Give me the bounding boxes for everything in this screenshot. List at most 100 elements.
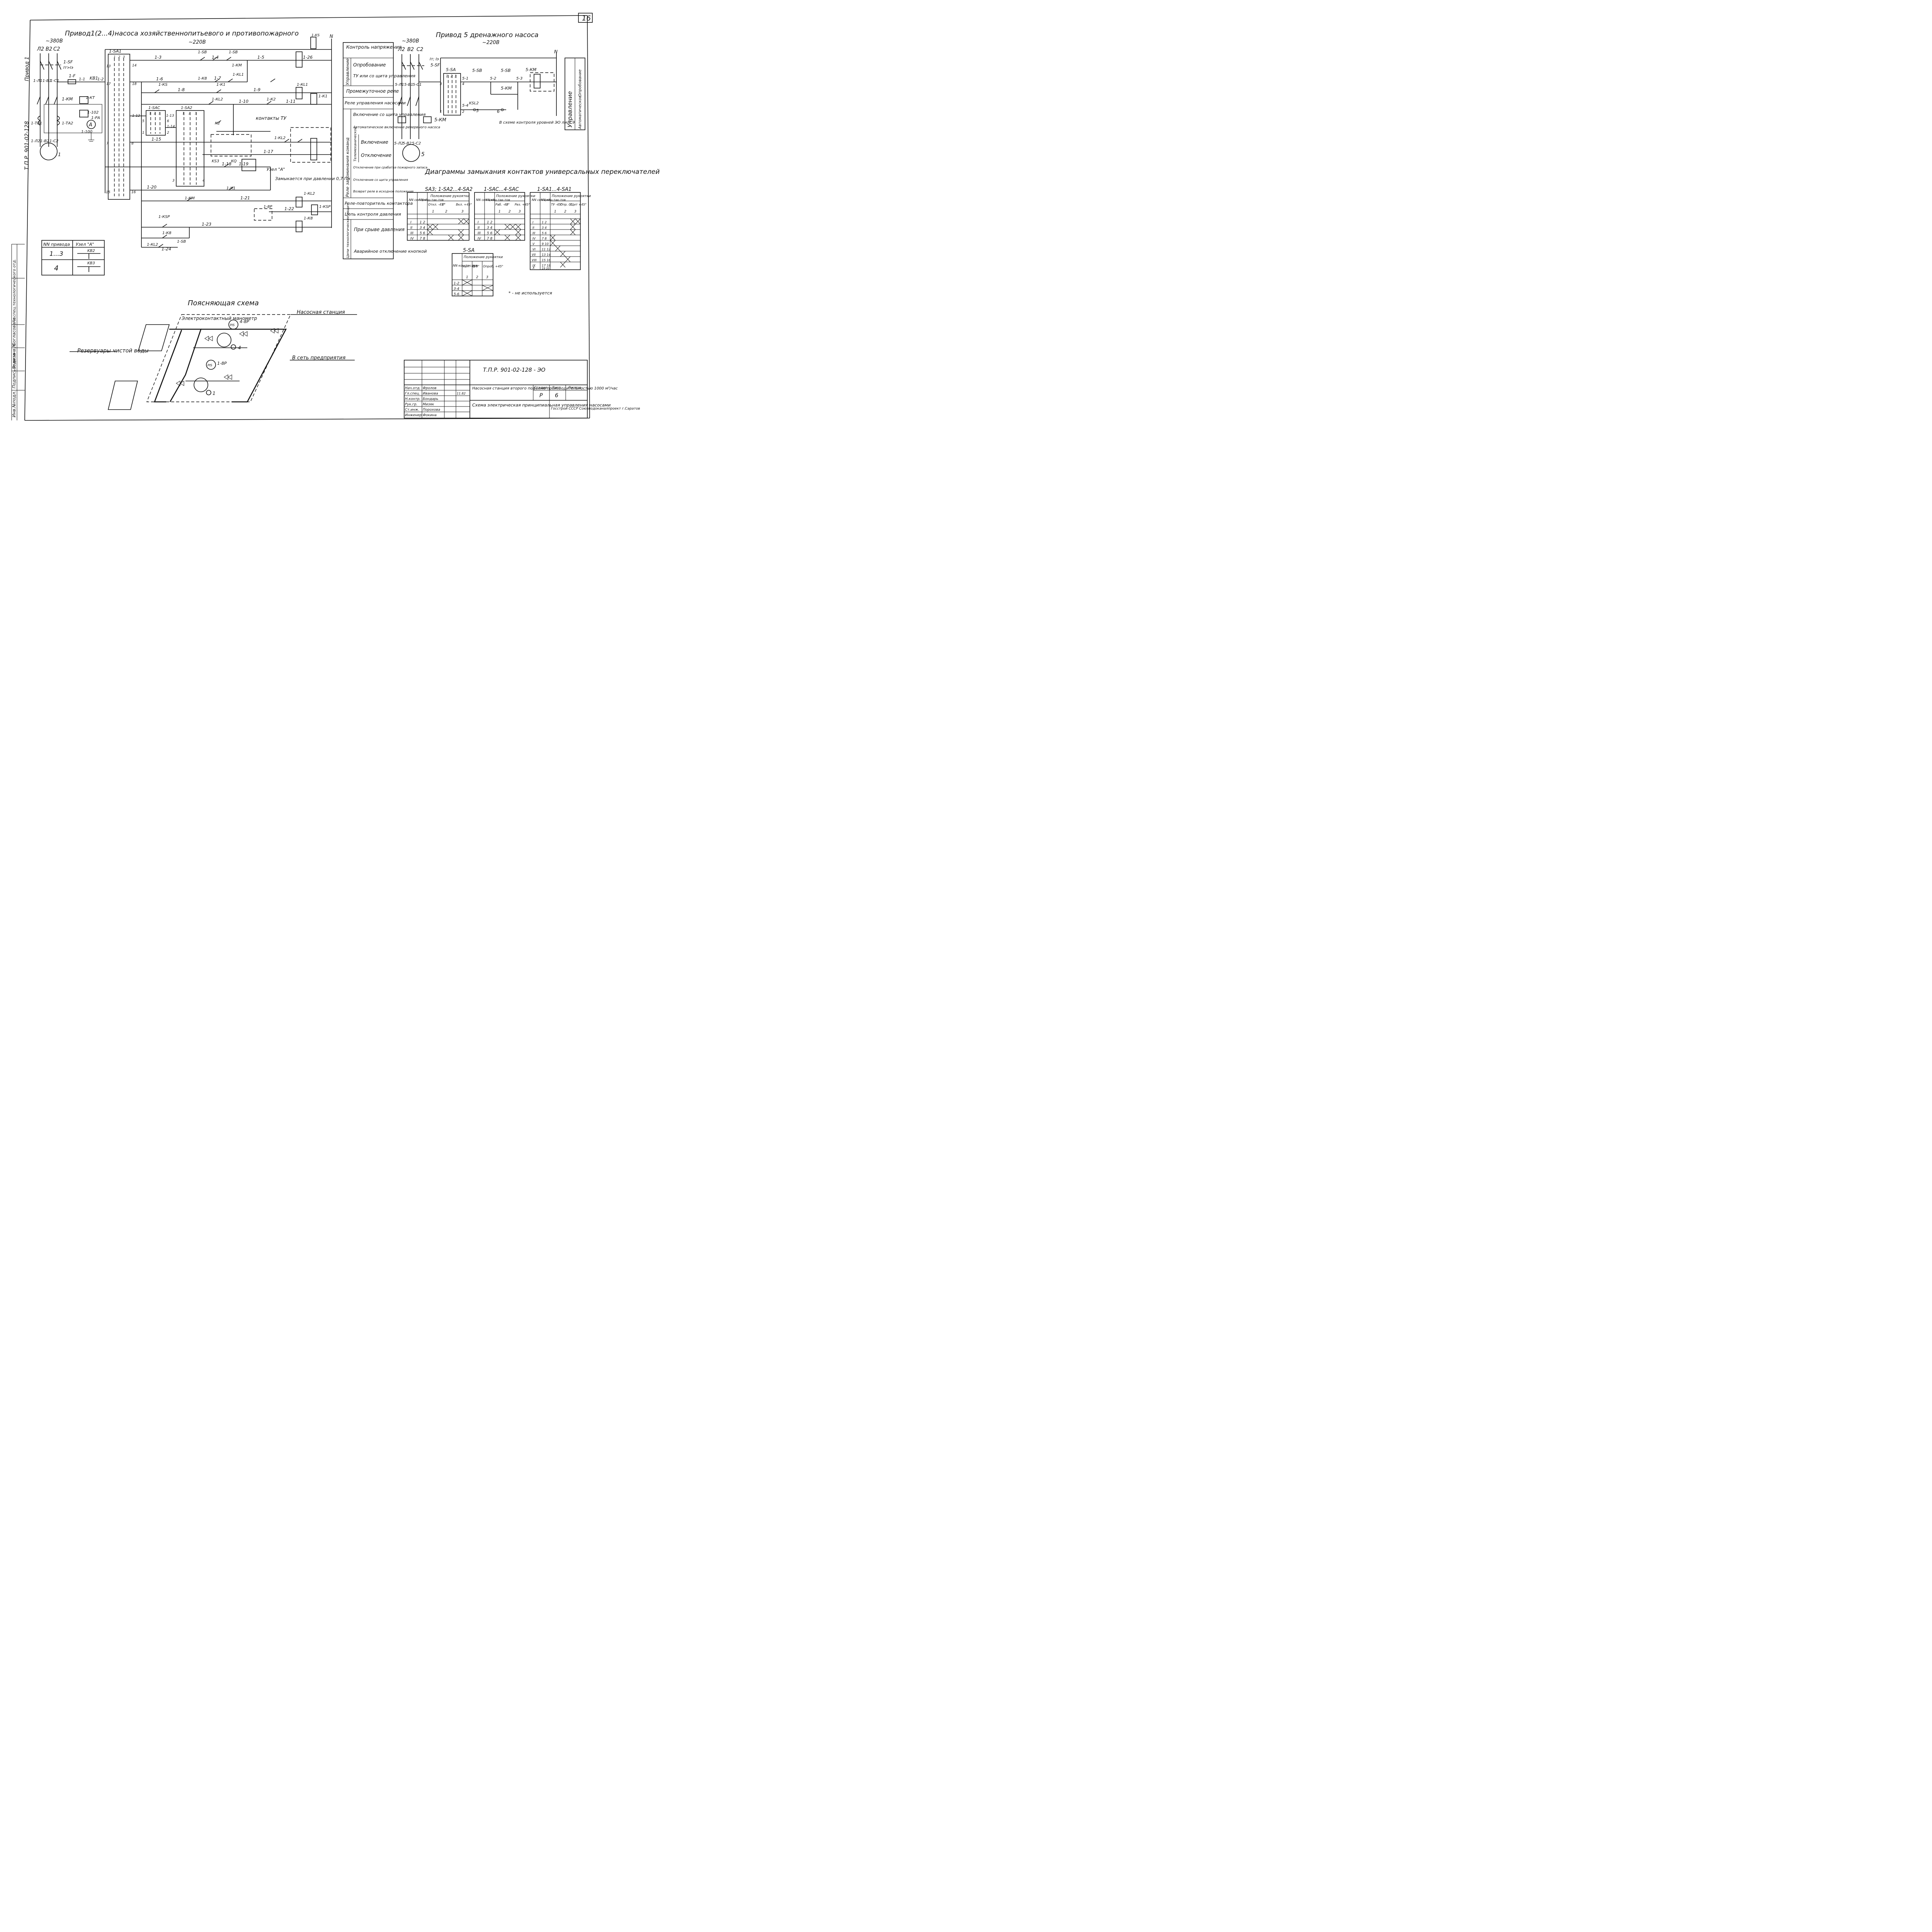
- t3-pos-3: Щит +45°: [570, 203, 587, 206]
- drive1-supply-3ph: ~380В: [46, 38, 63, 44]
- sa1-t8: 8: [131, 142, 134, 146]
- wire-1-22: 1-22: [284, 206, 294, 211]
- t2-num-3: 3: [519, 210, 521, 214]
- t4-h-cont: NN кон-так-тов: [453, 264, 478, 267]
- d5-sa-pos-3: 3: [454, 75, 457, 78]
- drive1-supply-1ph: ~220В: [189, 39, 206, 45]
- tb-date: 11.82: [457, 392, 466, 395]
- dev-kl2-coil: 1-КL2: [304, 192, 315, 196]
- t3-title: 1-SA1...4-SA1: [537, 187, 571, 192]
- wire-1-26: 1-26: [303, 55, 313, 60]
- km-label: 1-КМ: [62, 97, 73, 102]
- dev-k2-contact: К2: [215, 121, 220, 126]
- t4-num-3: 3: [486, 276, 488, 279]
- dev-kl1: 1-КL1: [233, 73, 244, 77]
- sac-t2: 2: [167, 131, 169, 135]
- tb-name-1: Фролов: [423, 386, 437, 390]
- expl-manometer: Электроконтактный манометр: [181, 316, 257, 321]
- t3-sec-1: I: [532, 221, 534, 224]
- d5-sa-t4: 4: [462, 82, 464, 86]
- motor-1: [40, 143, 58, 160]
- mains-c: 1-С1: [50, 79, 59, 83]
- t3-cont-1: 1 2: [542, 221, 547, 224]
- sa1-t14: 14: [132, 64, 137, 68]
- t2-cont-3: 5 6: [487, 231, 493, 235]
- d5-sa-t1: 1: [440, 110, 442, 114]
- t1-num-2: 2: [445, 210, 447, 214]
- fuse-wire: 1-1: [79, 77, 85, 82]
- d5-sa-pos-2: 2: [451, 75, 453, 78]
- sa1-label: 1-SA1: [109, 49, 121, 54]
- wire-1-8: 1-8: [178, 87, 185, 92]
- kt: 1-КТ: [86, 96, 95, 100]
- wire-1-7: 1-7: [214, 76, 221, 81]
- sa2-pos-3: 3: [195, 112, 197, 115]
- node-col-node: Узел "А": [76, 242, 94, 247]
- tb-name-3: Бондарь: [423, 397, 438, 401]
- mains-b: 1-В1: [43, 79, 51, 83]
- t3-sec-2: II: [532, 226, 534, 230]
- t3-pos-2: Опр. 0°: [560, 203, 572, 206]
- t4-cont-1: 1-2: [454, 282, 459, 286]
- t1-title: SA3; 1-SA2...4-SA2: [425, 187, 473, 192]
- contact-diagrams: Диаграммы замыкания контактов универсаль…: [407, 168, 660, 296]
- purpose-2: Опробование: [353, 62, 386, 68]
- d5-sf-note: Iт; Iэ: [430, 57, 439, 61]
- t2-num-2: 2: [509, 210, 511, 214]
- dev-k8: 1-К8: [198, 77, 207, 81]
- t2-title: 1-SAC...4-SAC: [484, 187, 519, 192]
- t3-sec-3: III: [532, 231, 536, 235]
- node-table: NN привода Узел "А" 1...3 KB2 4 KB3: [41, 240, 105, 276]
- left-label-1: Подпись и дата: [12, 353, 17, 388]
- t2-pos-2: 0: [506, 203, 508, 206]
- wire-1-19: 1-19: [239, 162, 248, 167]
- wire-1-15: 1-15: [151, 137, 161, 142]
- sac-t5: 5: [142, 119, 145, 123]
- purpose-group-prot: Цепи технологических защит: [346, 203, 350, 258]
- drive5-circuit: Привод 5 дренажного насоса ~380В ~220В Л…: [394, 31, 585, 162]
- purpose-11: Отключение со щита управления: [353, 178, 408, 182]
- t3-sec-5: V: [532, 242, 535, 246]
- t4-h-pos: Положение рукоятки: [464, 255, 503, 259]
- t2-h-cont: NN кон-так-тов: [485, 198, 510, 202]
- wire-1-21: 1-21: [240, 196, 250, 201]
- wire-1-6: 1-6: [156, 77, 163, 82]
- left-label-0: Инв.№подл.: [12, 391, 17, 417]
- d5-motor-a: 5-Л2: [394, 141, 403, 146]
- sac-pos-3: 3: [158, 112, 160, 115]
- d5-phase-b2: В2: [407, 47, 414, 53]
- pis-top: PIS: [230, 323, 235, 327]
- expl-reservoirs: Резервуары чистой воды: [77, 348, 148, 354]
- t1-cont-4: 7 8: [420, 237, 425, 241]
- wire-1-3: 1-3: [155, 55, 162, 60]
- t3-sec-4: IV: [532, 237, 536, 240]
- sac-t14: 1-14: [167, 125, 175, 129]
- purpose-13: Реле-повторитель контактора: [345, 201, 413, 206]
- drive1-control-circuit: N 1-КS 1-SA1 1 2 3 13 14 17 18 7 8 15 16…: [105, 34, 350, 252]
- explanatory-scheme: Поясняющая схема Насосная станция Электр…: [70, 299, 357, 410]
- dev-k8-b: 1-К8: [162, 231, 171, 235]
- motor-a: 1-Л2: [31, 139, 40, 143]
- t1-sec-1: I: [410, 221, 412, 224]
- t2-cont-2: 3 4: [487, 226, 493, 230]
- sac-pos-1: 1: [149, 112, 151, 115]
- sa1-t7: 7: [106, 142, 109, 146]
- purpose-15: При срыве давления: [354, 227, 405, 232]
- left-label-2: Взам.инв.№: [12, 343, 17, 369]
- phase-b2: В2: [46, 46, 52, 52]
- mains-a: 1-Л1: [33, 79, 43, 83]
- purpose-8: Включение: [361, 139, 388, 145]
- t3-cont-6: 11 12: [542, 248, 551, 251]
- motor-b: 1-В2: [40, 139, 49, 143]
- dev-8p: 1-8Р: [264, 205, 272, 209]
- d5-kq: 5-КМ: [501, 86, 512, 91]
- ks-top: 1-КS: [311, 34, 320, 37]
- sa2-t4: 4: [202, 179, 205, 183]
- wire-1-4: 1-4: [212, 55, 219, 60]
- purpose-group-tele: Телемеханическое: [354, 127, 357, 162]
- dev-k8-coil: 1-К8: [304, 216, 313, 221]
- tb-role-6: Инженер: [405, 413, 422, 417]
- sheet-frame: 16 Инв.№подл. Подпись и дата Взам.инв.№ …: [11, 13, 593, 421]
- tb-name-4: Мизяк: [423, 403, 434, 406]
- uzel-a: Узел "А": [267, 167, 285, 172]
